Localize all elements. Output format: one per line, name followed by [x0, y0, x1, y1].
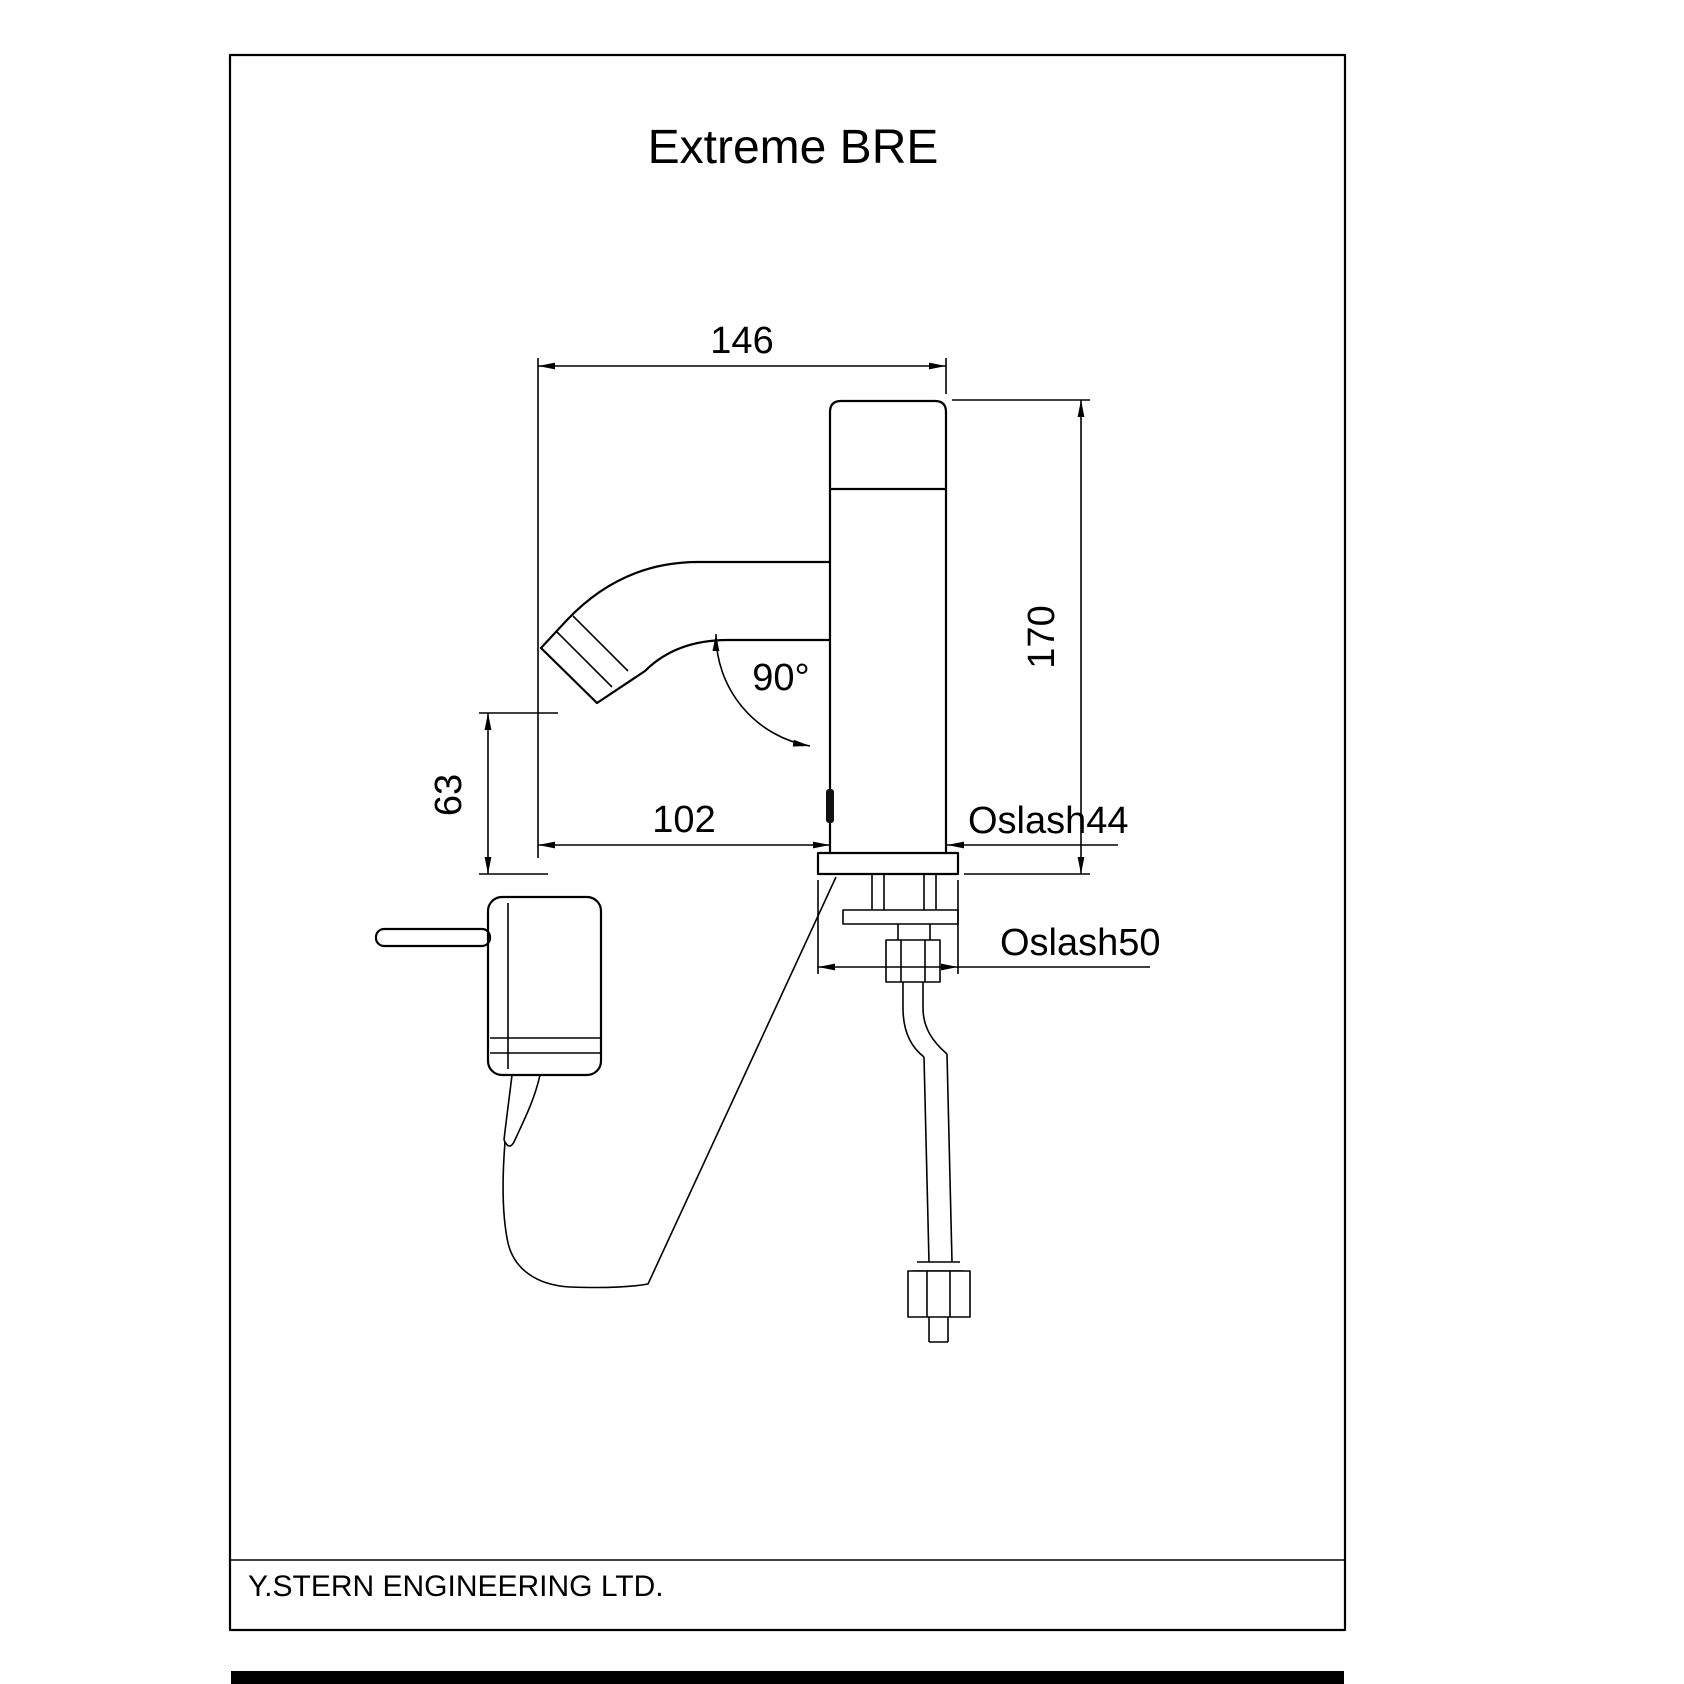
dim-outlet-height-value: 63	[428, 774, 470, 816]
dim-total-reach: 146	[537, 320, 947, 858]
drawing-border	[228, 53, 1347, 1632]
faucet-body	[828, 399, 948, 855]
dim-swivel-angle: 90°	[712, 633, 811, 747]
dim-base-diameter: Oslash50	[817, 880, 1161, 974]
drawing-title: Extreme BRE	[648, 121, 939, 174]
faucet-outline	[816, 399, 960, 876]
mounting-hardware	[842, 874, 959, 1008]
dim-swivel-angle-value: 90°	[752, 657, 809, 699]
dim-spout-reach-value: 102	[652, 799, 715, 841]
dim-total-height: 170	[952, 399, 1090, 875]
dim-spout-reach: 102	[538, 799, 830, 849]
dim-body-diameter: Oslash44	[947, 800, 1129, 849]
pipe-fitting-nut	[907, 1270, 971, 1318]
dim-outlet-height: 63	[428, 712, 558, 875]
aerator-seam-1	[556, 631, 613, 688]
dim-base-diameter-value: Oslash50	[1000, 922, 1161, 964]
base-flange	[816, 851, 960, 876]
spout-upper-edge	[539, 560, 832, 650]
company-name: Y.STERN ENGINEERING LTD.	[248, 1570, 664, 1603]
dim-body-diameter-value: Oslash44	[968, 800, 1129, 842]
strain-relief	[503, 1074, 541, 1147]
dim-total-reach-value: 146	[710, 320, 773, 362]
dim-total-height-value: 170	[1021, 605, 1063, 668]
power-adapter	[374, 895, 603, 1147]
mounting-nut	[885, 939, 941, 983]
sensor-cable	[502, 876, 837, 1289]
mounting-plate	[842, 909, 959, 925]
sensor-window	[826, 789, 834, 823]
adapter-body	[486, 895, 603, 1077]
bottom-bar	[231, 1671, 1344, 1684]
aerator-seam-2	[572, 615, 629, 672]
spout-outlet-face	[539, 646, 599, 705]
plug-pin	[374, 927, 492, 948]
supply-pipe	[902, 1007, 971, 1343]
